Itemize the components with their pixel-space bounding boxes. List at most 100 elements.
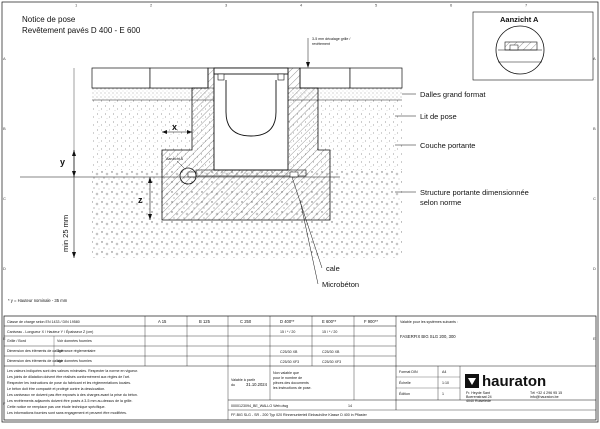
not-valid-2: pour le nombre de — [273, 376, 302, 380]
detail-view-a: Aanzicht A — [472, 11, 594, 81]
grid-letter-a-right: A — [593, 56, 596, 61]
row-sublabel-2: Tolérance réglementaire — [57, 349, 96, 353]
grid-num-4: 4 — [300, 3, 303, 8]
phone-line-2: info@hauraton.be — [530, 395, 559, 399]
grid-letter-a: A — [3, 56, 6, 61]
offset-note-line-1: 3-5 mm décalage grille / — [312, 37, 350, 41]
detail-label: Aanzicht A — [500, 15, 539, 24]
row-label-calage-2: Dimension des éléments de calage — [7, 359, 63, 363]
dim-x: x — [172, 122, 177, 132]
valid-label-2: du — [231, 383, 235, 387]
title-line-2: Revêtement pavés D 400 - E 600 — [22, 26, 141, 35]
grating — [213, 67, 289, 75]
grid-letter-d: D — [3, 266, 6, 271]
scale-label: Échelle — [399, 380, 411, 385]
note-6: Les revêtements adjacents doivent être p… — [7, 399, 132, 403]
detail-marker-label: Aanzicht A — [166, 157, 184, 161]
note-4: Le béton doit être compacté et protégé c… — [7, 387, 105, 391]
grid-num-7: 7 — [525, 3, 528, 8]
company-line-3: 4040 Ruiselede — [466, 399, 491, 403]
grid-letter-d-right: D — [593, 266, 596, 271]
grid-letter-b: B — [3, 126, 6, 131]
phone-line-1: Tél +32 4 296 95 15 — [530, 391, 562, 395]
grid-letter-f: F — [3, 401, 6, 406]
cale-right — [289, 171, 299, 178]
valid-date: 31.10.2024 — [246, 382, 268, 387]
grid-letter-e-right: E — [593, 336, 596, 341]
grid-letter-c: C — [3, 196, 6, 201]
row-sublabel-3: Voir données fournies — [57, 359, 92, 363]
load-class-e600: E 600** — [322, 319, 337, 324]
pavers-left — [91, 67, 209, 89]
row-label-grid: Grille / Bord — [7, 339, 26, 343]
doc-number: 0000123094_BE_WALLO Web.dwg — [231, 404, 288, 408]
channel-base-slab — [195, 169, 307, 177]
load-class-d400: D 400** — [280, 319, 295, 324]
dimension-lines: x y z min 25 mm — [60, 68, 192, 258]
callout-cale: cale — [326, 264, 340, 273]
value-d400-dims: 15 / * / 20 — [280, 330, 295, 334]
brand-name: hauraton — [482, 373, 546, 390]
scale-value: 1:10 — [442, 381, 449, 385]
pavers-right — [299, 67, 403, 89]
edition-label: Édition — [399, 391, 410, 396]
title-line-1: Notice de pose — [22, 15, 76, 24]
callout-couche: Couche portante — [420, 141, 475, 150]
value-d400-concrete-1: C25/30 XB — [280, 350, 298, 354]
systems-value: FASERFIX BIG SLG 200, 300 — [400, 334, 456, 339]
grid-num-3: 3 — [225, 3, 228, 8]
callout-dalles: Dalles grand format — [420, 90, 486, 99]
not-valid-3: pièces des documents — [273, 381, 309, 385]
bottom-description: FF-BIG SLG - SR - 200 Typ 020 Rinnenunte… — [231, 413, 368, 417]
grid-side-labels: A B C D E F A B C D E — [3, 56, 596, 406]
grid-letter-b-right: B — [593, 126, 596, 131]
format-value: A4 — [442, 370, 446, 374]
grid-num-6: 6 — [450, 3, 453, 8]
grid-top-labels: 1 2 3 4 5 6 7 — [75, 3, 528, 8]
cale-left — [187, 171, 197, 178]
callouts: 3-5 mm décalage grille / revêtement Dall… — [291, 37, 529, 289]
grid-num-5: 5 — [375, 3, 378, 8]
company-line-2: Boerenstraat 24 — [466, 395, 492, 399]
footnote: * y = Hauteur nominale - 35 mm — [8, 298, 68, 303]
dim-y: y — [60, 157, 65, 167]
value-e600-concrete-1: C25/30 XB — [322, 350, 340, 354]
callout-structure-2: selon norme — [420, 198, 461, 207]
cross-section: Aanzicht A — [20, 67, 403, 258]
load-class-a15: A 15 — [158, 319, 167, 324]
callout-lit: Lit de pose — [420, 112, 457, 121]
value-d400-concrete-2: C25/30 XF3 — [280, 360, 299, 364]
note-7: Cette notice ne remplace pas une étude t… — [7, 405, 106, 409]
load-class-c250: C 250 — [240, 319, 252, 324]
row-label-calage-1: Dimension des éléments de calage — [7, 349, 63, 353]
note-2: Les joints de dilatation doivent être ré… — [7, 375, 130, 379]
edition-value: 1 — [442, 392, 444, 396]
format-label: Format DIN — [399, 370, 418, 374]
note-5: Les caniveaux ne doivent pas être exposé… — [7, 393, 138, 397]
grid-letter-e: E — [3, 336, 6, 341]
dim-z: z — [138, 195, 143, 205]
spec-table: Classe de charge selon EN 1433 / DIN 195… — [3, 315, 597, 421]
row-sublabel-1: Voir données fournies — [57, 339, 92, 343]
channel-flow-profile — [225, 80, 277, 137]
grid-letter-c-right: C — [593, 196, 596, 201]
instructions: les instructions de pose. — [273, 386, 312, 390]
hauraton-logo — [465, 374, 479, 388]
grid-num-1: 1 — [75, 3, 78, 8]
offset-note-line-2: revêtement — [312, 42, 330, 46]
value-e600-dims: 15 / * / 20 — [322, 330, 337, 334]
load-class-f900: F 900** — [364, 319, 378, 324]
detail-marker-circle — [179, 167, 197, 185]
callout-structure-1: Structure portante dimensionnée — [420, 188, 529, 197]
note-1: Les valeurs indiquées sont des valeurs m… — [7, 369, 138, 373]
company-line-1: Fr. Heyde Sant — [466, 391, 490, 395]
value-e600-concrete-2: C25/30 XF3 — [322, 360, 341, 364]
grid-num-2: 2 — [150, 3, 153, 8]
sheet-number: 14 — [348, 404, 352, 408]
note-3: Respecter les instructions de pose du fa… — [7, 381, 131, 385]
load-class-b125: B 125 — [199, 319, 211, 324]
systems-label: Valable pour les systèmes suivants : — [400, 320, 458, 324]
callout-microbeton: Microbéton — [322, 280, 359, 289]
row-label-load-class: Classe de charge selon EN 1433 / DIN 195… — [7, 320, 80, 324]
